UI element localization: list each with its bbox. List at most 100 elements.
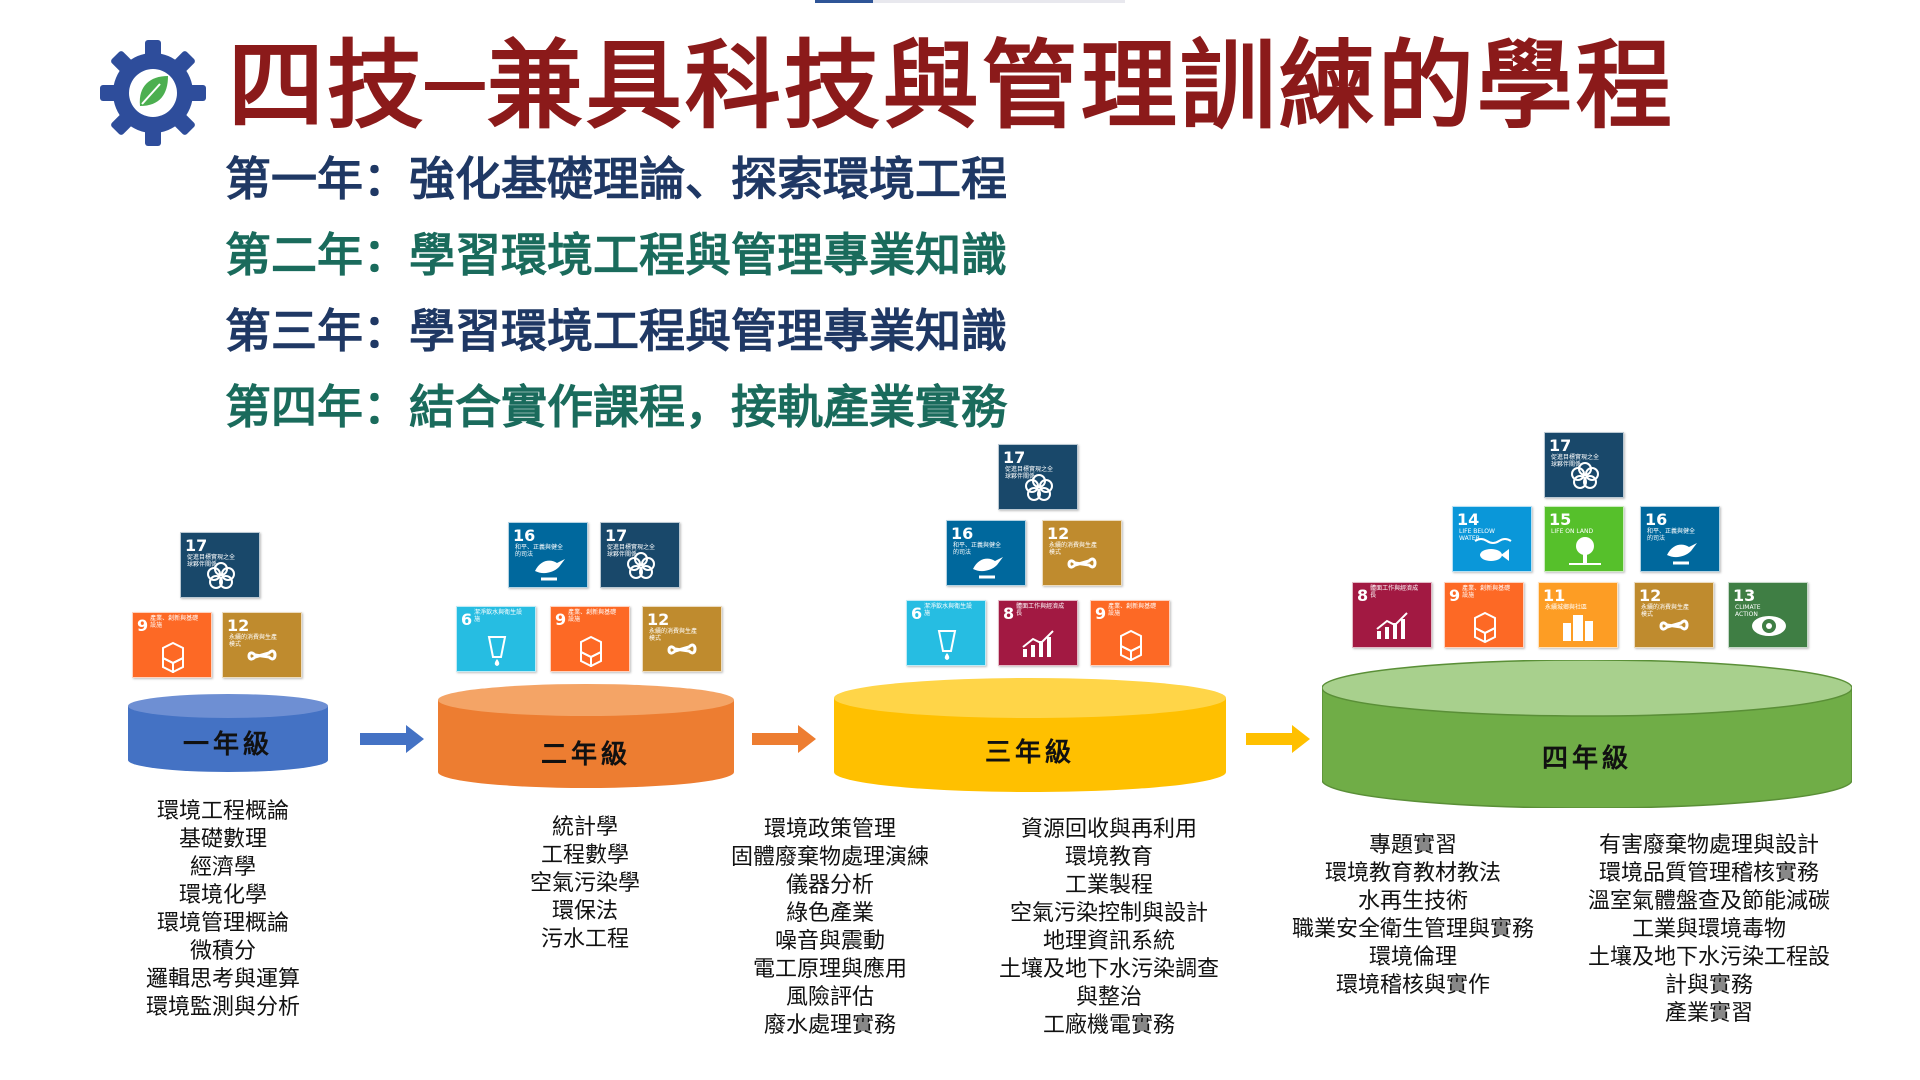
top-accent-line — [815, 0, 1125, 3]
course-item: 環境政策管理 — [763, 817, 896, 842]
sdg-goal-17-icon — [1571, 462, 1599, 489]
course-item: 環境管理概論 — [156, 911, 289, 936]
sdg-number: 16 — [513, 526, 536, 545]
sdg-goal-12-icon — [247, 649, 277, 661]
sdg-goal-16-icon — [973, 557, 1003, 579]
grade-3-cylinder: 三年級 — [834, 678, 1226, 794]
arrow-right-icon — [1246, 725, 1310, 753]
course-item: 產業實習 — [1664, 1001, 1753, 1026]
gear-leaf-logo-icon — [100, 40, 206, 146]
sdg-number: 9 — [555, 610, 567, 629]
sdg-number: 9 — [1449, 586, 1461, 605]
sdg-goal-6-icon — [937, 630, 957, 660]
course-item: 微積分 — [189, 939, 256, 964]
grade-3-label: 三年級 — [984, 738, 1075, 768]
sdg-number: 17 — [1003, 448, 1026, 467]
sdg-number: 9 — [1095, 604, 1107, 623]
sdg-goal-17-icon — [627, 552, 655, 579]
course-item: 計與實務 — [1664, 973, 1753, 998]
sdg-13-tile: 13CLIMATE ACTION — [1728, 582, 1808, 648]
course-item: 邏輯思考與運算 — [145, 967, 300, 992]
course-item: 有害廢棄物處理與設計 — [1598, 833, 1819, 858]
sdg-number: 11 — [1543, 586, 1566, 605]
course-item: 環保法 — [551, 899, 618, 924]
year-1-summary: 第一年：強化基礎理論、探索環境工程 — [225, 152, 1007, 206]
course-item: 環境監測與分析 — [145, 995, 300, 1020]
grade-2-cylinder: 二年級 — [438, 684, 734, 790]
sdg-label: 永續城鄉與社區 — [1545, 604, 1588, 611]
sdg-label: 和平、正義與健全的司法 — [515, 544, 564, 558]
sdg-label: 永續的消費與生產模式 — [229, 634, 278, 648]
year-2-summary: 第二年：學習環境工程與管理專業知識 — [225, 228, 1007, 282]
course-item: 水再生技術 — [1357, 889, 1468, 914]
sdg-number: 6 — [911, 604, 923, 623]
sdg-number: 13 — [1733, 586, 1756, 605]
grade-4-courses-right: 有害廢棄物處理與設計環境品質管理稽核實務溫室氣體盤查及節能減碳工業與環境毒物土壤… — [1564, 832, 1854, 1028]
course-item: 專題實習 — [1368, 833, 1457, 858]
course-item: 環境工程概論 — [156, 799, 289, 824]
sdg-label: 促進目標實現之全球夥伴關係 — [1005, 466, 1054, 480]
sdg-17-tile: 17促進目標實現之全球夥伴關係 — [180, 532, 260, 598]
sdg-number: 17 — [1549, 436, 1572, 455]
sdg-label: 促進目標實現之全球夥伴關係 — [1551, 454, 1600, 468]
sdg-goal-8-icon — [1022, 630, 1054, 657]
sdg-17-tile: 17促進目標實現之全球夥伴關係 — [998, 444, 1078, 510]
sdg-goal-15-icon — [1569, 537, 1601, 565]
sdg-17-tile: 17促進目標實現之全球夥伴關係 — [600, 522, 680, 588]
sdg-label: 產業、創新與基礎設施 — [150, 615, 199, 629]
course-item: 工業製程 — [1064, 873, 1153, 898]
grade-1-label: 一年級 — [182, 730, 273, 760]
sdg-goal-17-icon — [207, 562, 235, 589]
course-item: 污水工程 — [540, 927, 629, 952]
course-item: 職業安全衛生管理與實務 — [1291, 917, 1534, 942]
course-item: 經濟學 — [189, 855, 256, 880]
sdg-12-tile: 12永續的消費與生產模式 — [1042, 520, 1122, 586]
grade-3-courses-left: 環境政策管理固體廢棄物處理演練儀器分析綠色產業噪音與震動電工原理與應用風險評估廢… — [700, 816, 960, 1040]
course-item: 風險評估 — [785, 985, 874, 1010]
sdg-goal-16-icon — [1667, 543, 1697, 565]
sdg-label: 潔淨飲水與衛生設施 — [474, 609, 523, 623]
course-item: 土壤及地下水污染調查 — [998, 957, 1219, 982]
sdg-number: 14 — [1457, 510, 1480, 529]
grade-1-cylinder: 一年級 — [128, 694, 328, 774]
course-item: 統計學 — [551, 815, 618, 840]
sdg-goal-6-icon — [487, 636, 507, 666]
sdg-11-tile: 11永續城鄉與社區 — [1538, 582, 1618, 648]
course-item: 工廠機電實務 — [1042, 1013, 1175, 1038]
sdg-label: 永續的消費與生產模式 — [649, 628, 698, 642]
sdg-label: 和平、正義與健全的司法 — [953, 542, 1002, 556]
sdg-number: 12 — [1639, 586, 1662, 605]
sdg-goal-9-icon — [162, 641, 184, 673]
sdg-12-tile: 12永續的消費與生產模式 — [222, 612, 302, 678]
course-item: 資源回收與再利用 — [1020, 817, 1197, 842]
course-item: 溫室氣體盤查及節能減碳 — [1587, 889, 1830, 914]
sdg-12-tile: 12永續的消費與生產模式 — [1634, 582, 1714, 648]
grade-2-label: 二年級 — [540, 740, 631, 770]
arrow-right-icon — [360, 725, 424, 753]
course-item: 儀器分析 — [785, 873, 874, 898]
sdg-label: 潔淨飲水與衛生設施 — [924, 603, 973, 617]
sdg-15-tile: 15LIFE ON LAND — [1544, 506, 1624, 572]
year-4-summary: 第四年：結合實作課程，接軌產業實務 — [225, 380, 1007, 434]
course-item: 綠色產業 — [785, 901, 874, 926]
course-item: 環境化學 — [178, 883, 267, 908]
course-item: 環境品質管理稽核實務 — [1598, 861, 1819, 886]
sdg-label: 促進目標實現之全球夥伴關係 — [187, 554, 236, 568]
grade-3-courses-right: 資源回收與再利用環境教育工業製程空氣污染控制與設計地理資訊系統土壤及地下水污染調… — [978, 816, 1240, 1040]
year-3-summary: 第三年：學習環境工程與管理專業知識 — [225, 304, 1007, 358]
course-item: 空氣污染學 — [529, 871, 640, 896]
course-item: 地理資訊系統 — [1042, 929, 1175, 954]
sdg-goal-12-icon — [1659, 619, 1689, 631]
course-item: 環境倫理 — [1368, 945, 1457, 970]
sdg-label: 產業、創新與基礎設施 — [1462, 585, 1511, 599]
sdg-label: LIFE BELOW WATER — [1459, 528, 1495, 542]
sdg-12-tile: 12永續的消費與生產模式 — [642, 606, 722, 672]
sdg-goal-11-icon — [1563, 615, 1593, 641]
